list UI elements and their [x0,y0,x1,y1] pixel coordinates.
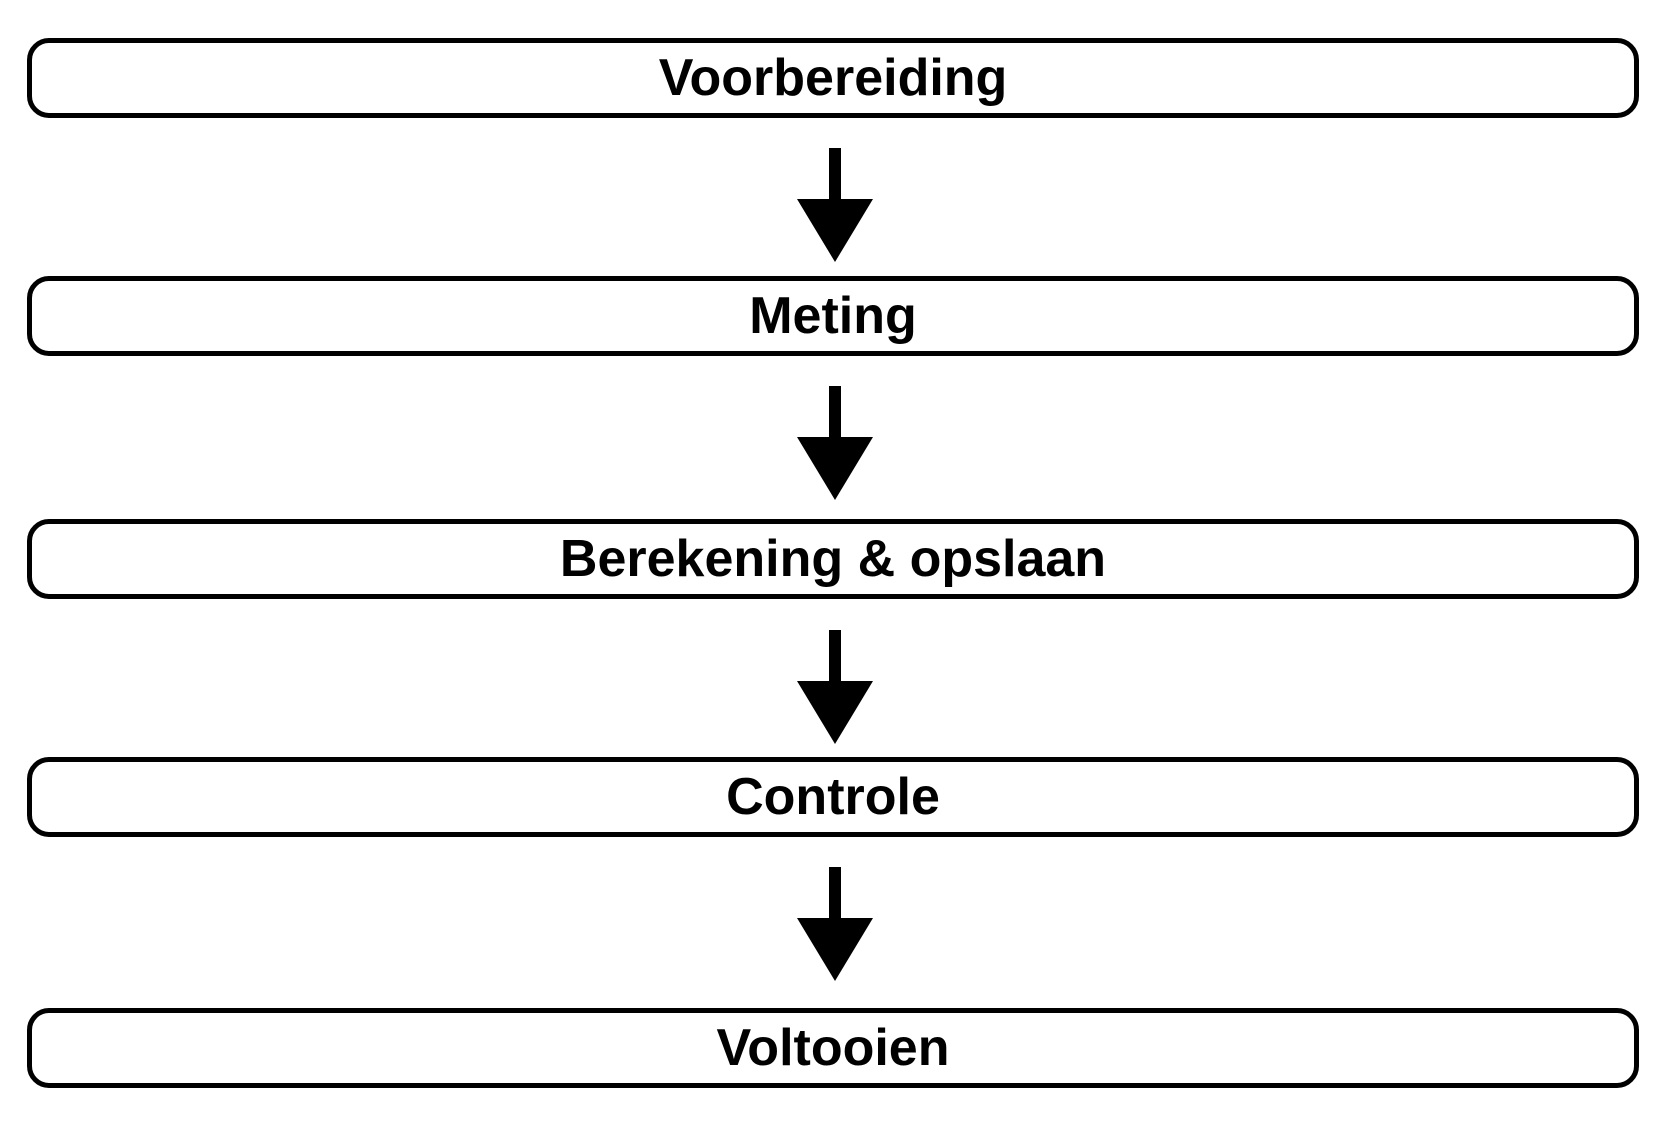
step-label: Voorbereiding [658,49,1008,107]
arrow-down-icon [795,148,875,264]
step-voorbereiding: Voorbereiding [27,38,1639,118]
step-berekening-opslaan: Berekening & opslaan [27,519,1639,599]
arrow-down-icon [795,867,875,983]
arrow-down-icon [795,386,875,502]
step-controle: Controle [27,757,1639,837]
step-label: Controle [726,768,940,826]
step-meting: Meting [27,276,1639,356]
arrow-down-icon [795,630,875,746]
step-voltooien: Voltooien [27,1008,1639,1088]
step-label: Voltooien [716,1019,950,1077]
step-label: Berekening & opslaan [559,530,1107,588]
step-label: Meting [749,287,917,345]
